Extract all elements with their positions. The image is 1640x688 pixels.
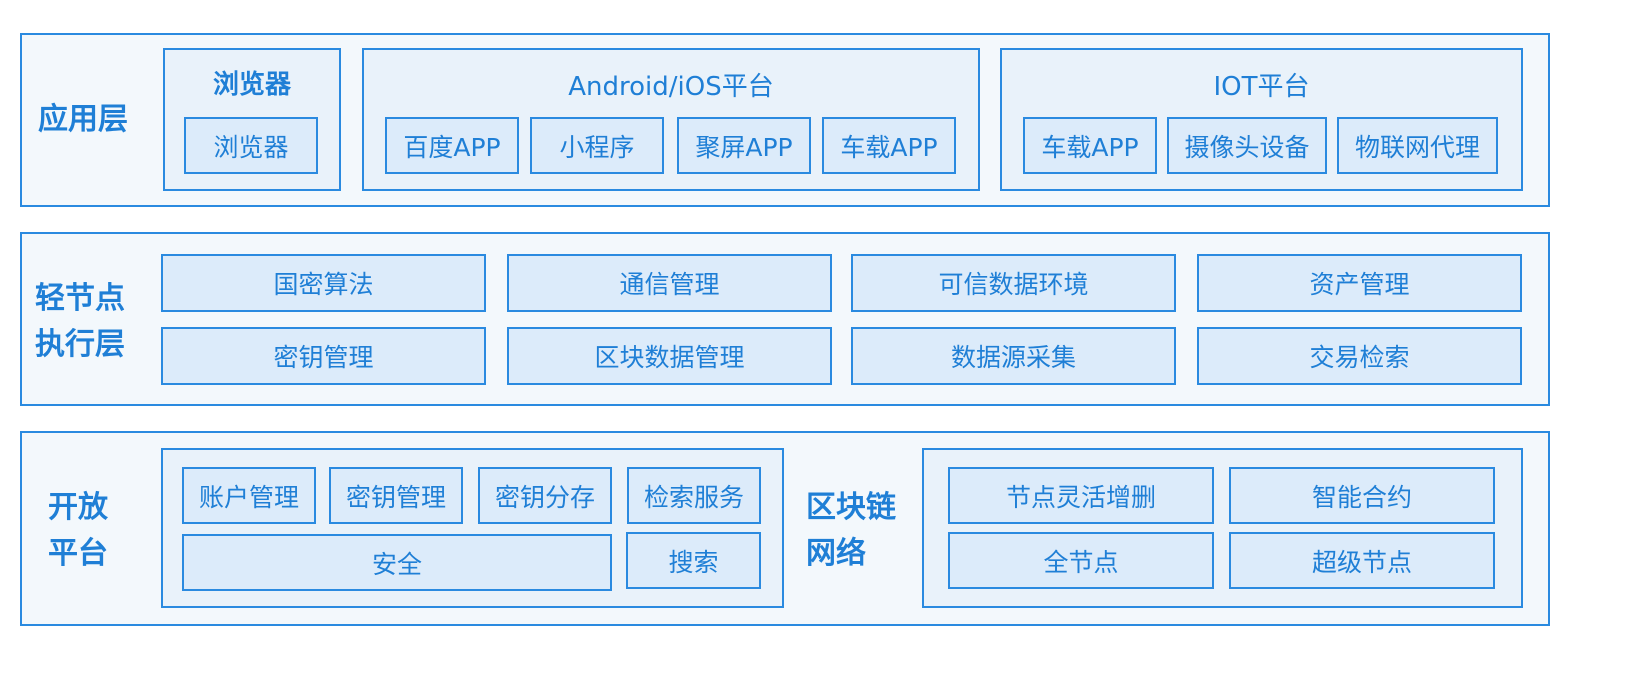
light-node-title-line-1: 轻节点: [35, 281, 125, 316]
iot-car-app-item: 车载APP: [1023, 117, 1157, 174]
smart-contract-item: 智能合约: [1229, 467, 1495, 524]
iot-proxy-item: 物联网代理: [1337, 117, 1498, 174]
mini-program-item: 小程序: [530, 117, 664, 174]
iot-platform-group-title: IOT平台: [1213, 72, 1310, 102]
flexible-node-item: 节点灵活增删: [948, 467, 1214, 524]
application-layer-title: 应用层: [38, 102, 128, 137]
mobile-platform-group-title: Android/iOS平台: [568, 72, 774, 102]
baidu-app-item: 百度APP: [385, 117, 519, 174]
sm-crypto-item: 国密算法: [161, 254, 486, 312]
blockchain-network-title: 区块链 网络: [806, 485, 896, 577]
platform-key-management-item: 密钥管理: [329, 467, 463, 524]
block-data-management-item: 区块数据管理: [507, 327, 832, 385]
search-service-item: 检索服务: [627, 467, 761, 524]
account-management-item: 账户管理: [182, 467, 316, 524]
browser-item: 浏览器: [184, 117, 318, 174]
browser-group-title: 浏览器: [212, 70, 291, 100]
open-platform-title-line-2: 平台: [48, 536, 108, 571]
light-node-title-line-2: 执行层: [35, 327, 125, 362]
comm-management-item: 通信管理: [507, 254, 832, 312]
camera-device-item: 摄像头设备: [1167, 117, 1327, 174]
car-app-item: 车载APP: [822, 117, 956, 174]
open-platform-title-line-1: 开放: [48, 490, 108, 525]
light-node-layer-title: 轻节点 执行层: [35, 276, 125, 368]
key-sharding-item: 密钥分存: [478, 467, 612, 524]
trusted-data-env-item: 可信数据环境: [851, 254, 1176, 312]
key-management-item: 密钥管理: [161, 327, 486, 385]
blockchain-network-title-line-1: 区块链: [806, 490, 896, 525]
juping-app-item: 聚屏APP: [677, 117, 811, 174]
open-platform-layer-title: 开放 平台: [48, 485, 108, 577]
data-source-collection-item: 数据源采集: [851, 327, 1176, 385]
asset-management-item: 资产管理: [1197, 254, 1522, 312]
security-item: 安全: [182, 534, 612, 591]
full-node-item: 全节点: [948, 532, 1214, 589]
super-node-item: 超级节点: [1229, 532, 1495, 589]
blockchain-network-title-line-2: 网络: [806, 536, 866, 571]
transaction-search-item: 交易检索: [1197, 327, 1522, 385]
search-item: 搜索: [626, 532, 761, 589]
